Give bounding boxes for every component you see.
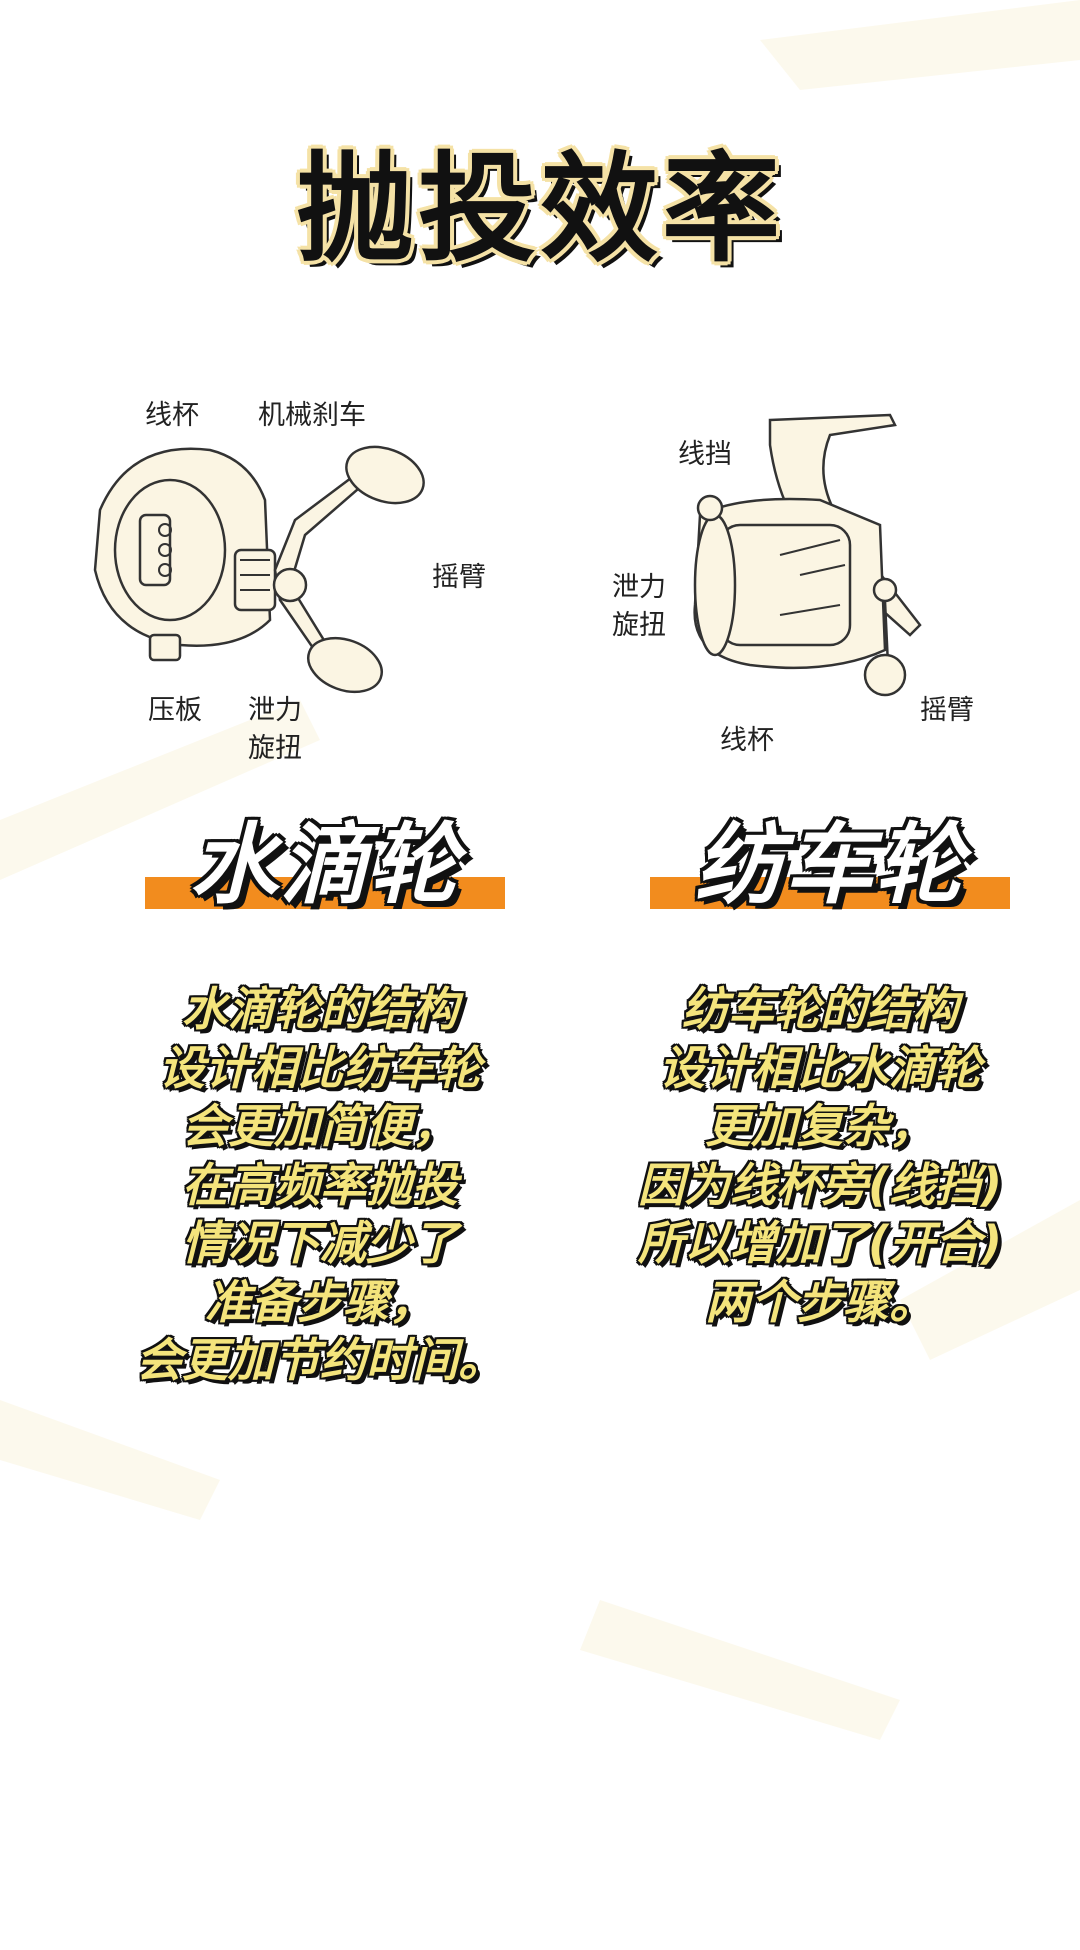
label-drag-line1: 泄力 [248,695,302,726]
baitcaster-heading-text: 水滴轮 [189,813,460,916]
baitcaster-description: 水滴轮的结构 设计相比纺车轮 会更加简便， 在高频率抛投 情况下减少了 准备步骤… [95,980,545,1390]
description-line: 所以增加了(开合) [637,1216,1003,1270]
description-line: 因为线杯旁(线挡) [637,1157,1003,1212]
page-title: 抛投效率 [295,139,784,278]
spinning-heading-text: 纺车轮 [694,813,965,916]
description-line: 准备步骤， [205,1274,435,1329]
label-handle: 摇臂 [432,562,486,593]
label-drag-line2: 旋扭 [612,610,666,641]
description-line: 更加复杂， [705,1099,935,1153]
spinning-reel-diagram [680,405,1010,725]
description-line: 会更加简便， [182,1099,458,1153]
label-drag-line2: 旋扭 [248,733,302,764]
description-line: 两个步骤。 [705,1274,935,1329]
description-line: 水滴轮的结构 [182,982,458,1036]
heading-underline [145,877,505,909]
baitcaster-reel-drawing [93,445,425,694]
label-spool: 线杯 [145,400,199,431]
description-line: 在高频率抛投 [182,1157,458,1212]
label-drag-line1: 泄力 [612,572,666,603]
label-plate: 压板 [148,695,202,726]
baitcaster-heading: 水滴轮 [145,815,505,925]
heading-underline [650,877,1010,909]
description-line: 设计相比纺车轮 [159,1040,481,1095]
label-spool: 线杯 [720,725,774,756]
description-line: 设计相比水滴轮 [659,1040,981,1095]
label-bail: 线挡 [678,439,732,470]
spinning-heading: 纺车轮 [650,815,1010,925]
description-line: 纺车轮的结构 [682,982,958,1036]
baitcaster-reel-diagram [90,420,490,700]
description-line: 情况下减少了 [182,1216,458,1270]
label-handle: 摇臂 [920,695,974,726]
label-brake: 机械刹车 [258,400,366,431]
spinning-description: 纺车轮的结构 设计相比水滴轮 更加复杂， 因为线杯旁(线挡) 所以增加了(开合)… [600,980,1040,1331]
description-line: 会更加节约时间。 [136,1333,504,1387]
spinning-reel-drawing [693,413,922,697]
